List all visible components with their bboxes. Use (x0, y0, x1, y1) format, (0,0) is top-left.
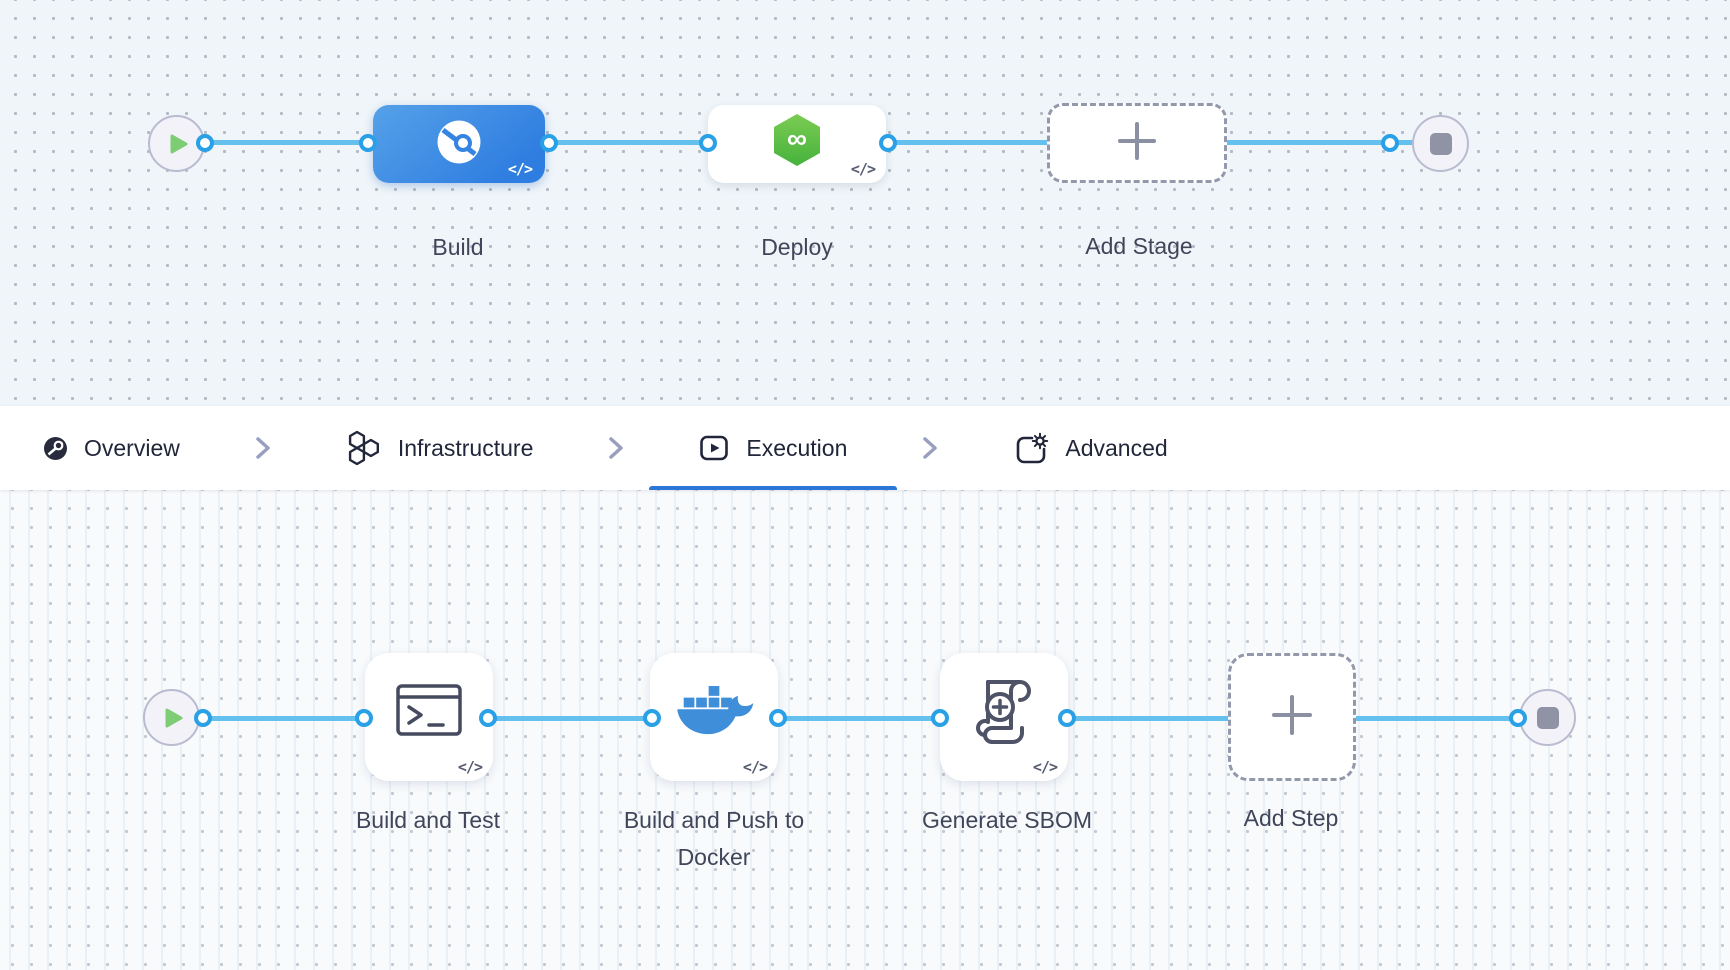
step-node-generate-sbom[interactable]: </> (940, 653, 1068, 781)
connector-dot (879, 134, 897, 152)
plus-icon (1268, 691, 1316, 744)
tab-label: Advanced (1065, 434, 1168, 461)
step-code-badge: </> (742, 758, 768, 776)
stage-label-deploy: Deploy (761, 234, 833, 260)
tab-execution[interactable]: Execution (649, 406, 898, 490)
stop-icon (1429, 132, 1452, 155)
stage-config-tabbar: Overview Infrastructure Execution (0, 406, 1730, 490)
connector-dot (1509, 709, 1527, 727)
connector-dot (196, 134, 214, 152)
docker-icon (673, 681, 755, 746)
play-box-icon (699, 433, 730, 463)
step-connector-line (172, 716, 1548, 721)
connector-dot (1381, 134, 1399, 152)
tab-overview[interactable]: Overview (0, 406, 230, 490)
template-gear-icon (1013, 432, 1049, 464)
chevron-right-icon (254, 436, 272, 460)
add-stage-label: Add Stage (1085, 233, 1193, 259)
step-label: Build and Push to Docker (623, 807, 805, 870)
tab-infrastructure[interactable]: Infrastructure (296, 406, 584, 490)
execution-graph-canvas[interactable]: </> Build and Test </> Build and Push to… (0, 490, 1730, 970)
svg-text:∞: ∞ (787, 123, 807, 154)
connector-dot (479, 709, 497, 727)
add-stage-button[interactable] (1047, 103, 1227, 183)
connector-dot (1058, 709, 1076, 727)
terminal-icon (396, 682, 462, 743)
step-node-build-and-test[interactable]: </> (365, 653, 493, 781)
tab-advanced[interactable]: Advanced (963, 406, 1217, 490)
stage-code-badge: </> (507, 160, 533, 178)
connector-dot (194, 709, 212, 727)
execution-start-node (143, 689, 200, 746)
cd-deploy-icon: ∞ (772, 113, 822, 172)
ci-build-icon (436, 119, 482, 170)
step-label: Generate SBOM (921, 807, 1093, 833)
step-label: Build and Test (355, 807, 501, 833)
play-icon (169, 133, 189, 155)
scroll-plus-icon (967, 674, 1041, 751)
stage-node-build[interactable]: </> (373, 105, 545, 183)
step-code-badge: </> (457, 758, 483, 776)
play-icon (164, 707, 184, 729)
tab-label: Infrastructure (397, 434, 534, 461)
pipeline-start-node (148, 115, 205, 172)
add-step-label: Add Step (1243, 805, 1339, 831)
stop-icon (1536, 706, 1559, 729)
connector-dot (359, 134, 377, 152)
stage-graph-canvas[interactable]: </> Build ∞ </> Deploy Add Stage (0, 0, 1730, 406)
connector-dot (769, 709, 787, 727)
tab-label: Overview (84, 434, 180, 461)
plus-icon (1115, 119, 1159, 168)
step-node-build-and-push-to-docker[interactable]: </> (650, 653, 778, 781)
ci-circle-icon (43, 436, 68, 461)
active-tab-underline (649, 486, 898, 490)
connector-dot (643, 709, 661, 727)
hexagons-icon (346, 430, 382, 466)
stage-node-deploy[interactable]: ∞ </> (708, 105, 886, 183)
chevron-right-icon (607, 436, 625, 460)
add-step-button[interactable] (1228, 653, 1356, 781)
connector-dot (355, 709, 373, 727)
stage-code-badge: </> (850, 160, 876, 178)
connector-dot (699, 134, 717, 152)
connector-dot (931, 709, 949, 727)
tab-label: Execution (746, 434, 848, 461)
stage-label-build: Build (432, 234, 484, 260)
execution-end-node (1519, 689, 1576, 746)
connector-dot (540, 134, 558, 152)
pipeline-end-node (1412, 115, 1469, 172)
step-code-badge: </> (1032, 758, 1058, 776)
chevron-right-icon (921, 436, 939, 460)
